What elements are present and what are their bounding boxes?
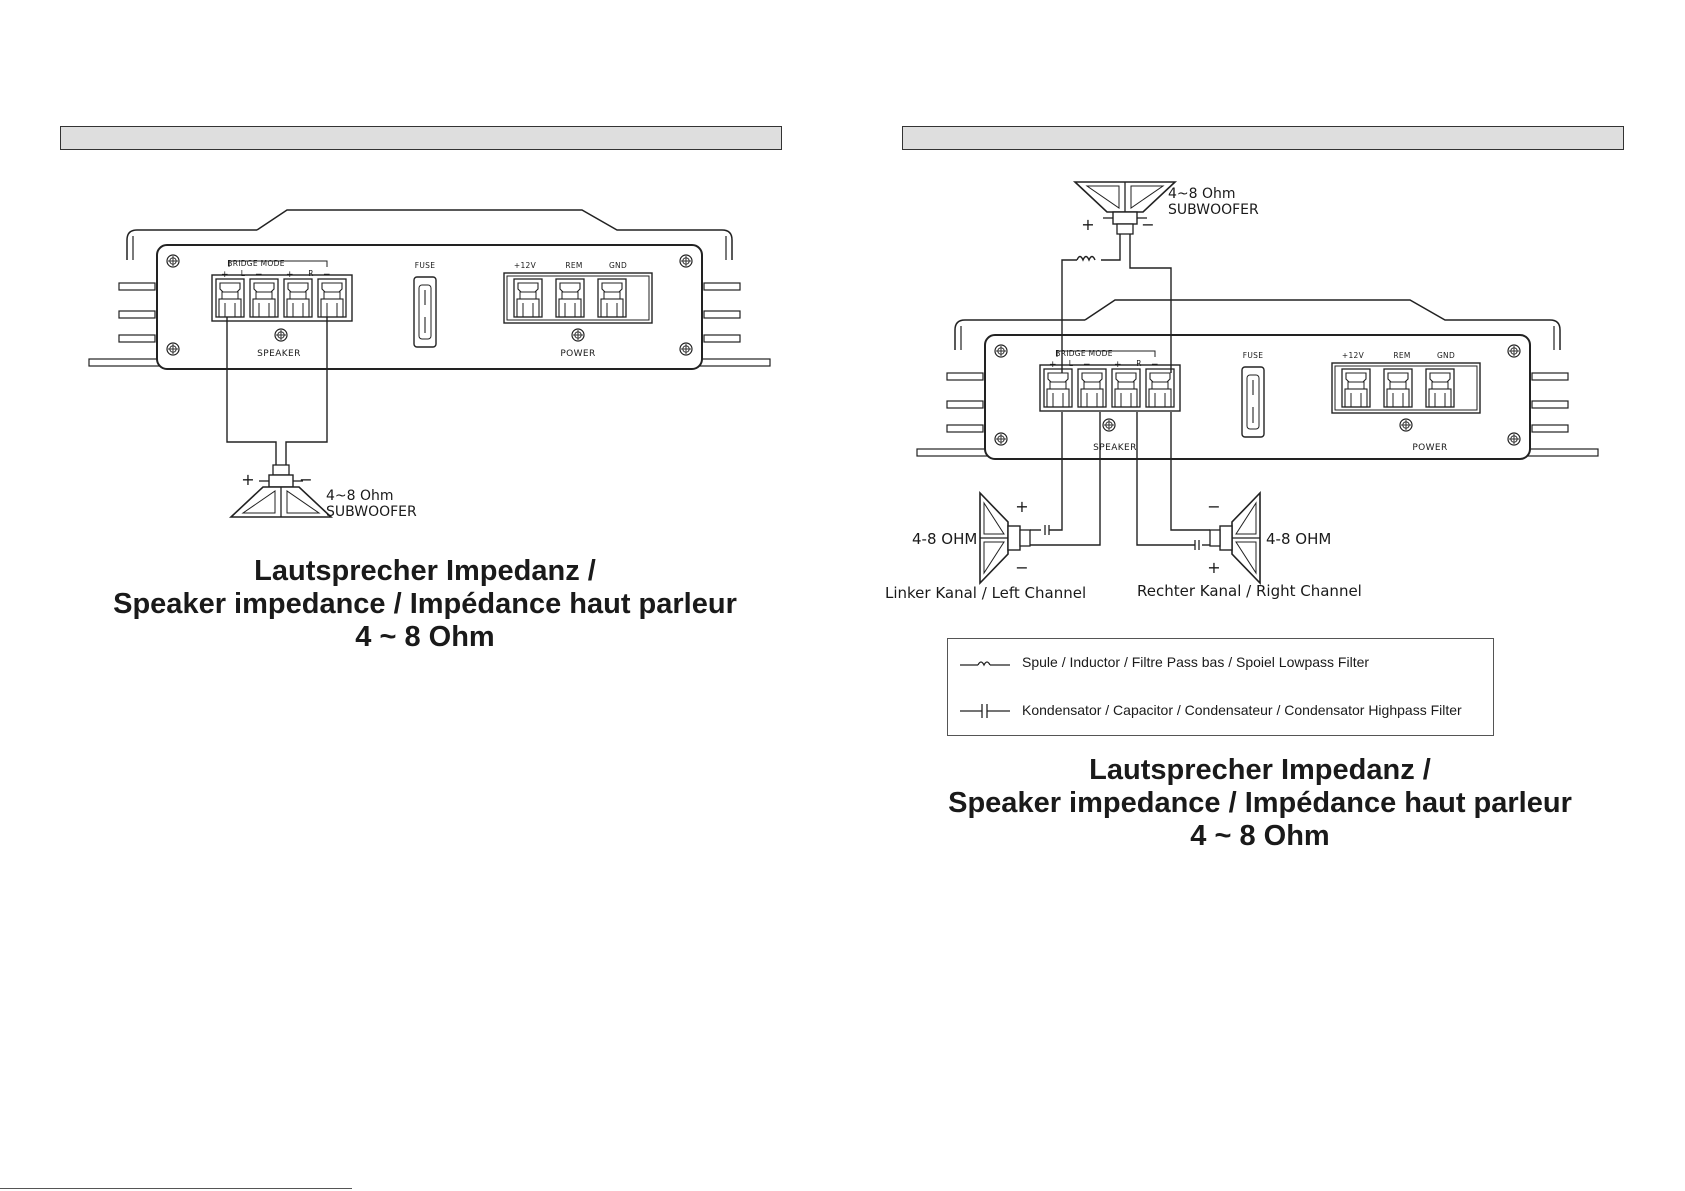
plus12v-label: +12V: [514, 261, 537, 270]
power-label: POWER: [560, 349, 595, 359]
right-sub-minus: −: [1141, 215, 1154, 234]
caption-right: Lautsprecher Impedanz / Speaker impedanc…: [860, 754, 1660, 853]
inductor-icon: [960, 661, 1010, 667]
left-channel-label: Linker Kanal / Left Channel: [885, 584, 1086, 602]
fuse-label: FUSE: [415, 261, 436, 270]
legend: Spule / Inductor / Filtre Pass bas / Spo…: [947, 638, 1494, 736]
fuse-label-r: FUSE: [1243, 351, 1264, 360]
footer-rule: [0, 1188, 352, 1189]
bridge-mode-label-r: BRIDGE MODE: [1055, 349, 1112, 358]
plus12v-label-r: +12V: [1342, 351, 1365, 360]
term-plus-label-2: +: [286, 270, 294, 280]
term-minus-label-r: −: [1083, 360, 1091, 370]
gnd-label: GND: [609, 261, 627, 270]
right-spk-plus: +: [1207, 558, 1220, 577]
right-sub-plus: +: [1081, 215, 1094, 234]
left-spk-plus: +: [1015, 497, 1028, 516]
left-spk-minus: −: [1015, 558, 1028, 577]
header-bar-left: [60, 126, 782, 150]
caption-left: Lautsprecher Impedanz / Speaker impedanc…: [60, 555, 790, 654]
left-amplifier: [89, 210, 770, 369]
caption-right-line1: Lautsprecher Impedanz /: [1089, 754, 1431, 786]
left-sub-minus: −: [299, 470, 312, 489]
right-sub-name: SUBWOOFER: [1168, 202, 1259, 218]
legend-row-inductor: Spule / Inductor / Filtre Pass bas / Spo…: [948, 653, 1493, 673]
right-amplifier: [917, 300, 1598, 459]
capacitor-left: [1044, 525, 1050, 535]
term-minus-label-r2: −: [1151, 360, 1159, 370]
rem-label-r: REM: [1393, 351, 1410, 360]
caption-left-line1: Lautsprecher Impedanz /: [254, 555, 596, 587]
speaker-label: SPEAKER: [257, 349, 301, 359]
caption-right-line2: Speaker impedance / Impédance haut parle…: [948, 787, 1572, 819]
left-sub-impedance: 4~8 Ohm: [326, 488, 394, 504]
term-plus-label-r2: +: [1114, 360, 1122, 370]
right-wiring: [1030, 234, 1210, 546]
right-spk-minus: −: [1207, 497, 1220, 516]
term-minus-label-2: −: [323, 270, 331, 280]
left-ohm-label: 4-8 OHM: [912, 530, 977, 548]
term-plus-label-r: +: [1049, 360, 1057, 370]
legend-row-capacitor: Kondensator / Capacitor / Condensateur /…: [948, 701, 1493, 721]
caption-right-line3: 4 ~ 8 Ohm: [1190, 820, 1330, 852]
rem-label: REM: [565, 261, 582, 270]
right-sub-impedance: 4~8 Ohm: [1168, 186, 1236, 202]
caption-left-line3: 4 ~ 8 Ohm: [355, 621, 495, 653]
term-plus-label: +: [221, 270, 229, 280]
legend-inductor-text: Spule / Inductor / Filtre Pass bas / Spo…: [1022, 654, 1370, 670]
left-wiring: [226, 317, 328, 465]
term-r-label-r: R: [1136, 359, 1142, 368]
capacitor-icon: [960, 704, 1010, 718]
right-channel-label: Rechter Kanal / Right Channel: [1137, 582, 1362, 600]
power-label-r: POWER: [1412, 443, 1447, 453]
gnd-label-r: GND: [1437, 351, 1455, 360]
term-r-label: R: [308, 269, 314, 278]
legend-capacitor-text: Kondensator / Capacitor / Condensateur /…: [1022, 702, 1462, 718]
header-bar-right: [902, 126, 1624, 150]
right-ohm-label: 4-8 OHM: [1266, 530, 1331, 548]
speaker-label-r: SPEAKER: [1093, 443, 1137, 453]
left-sub-name: SUBWOOFER: [326, 504, 417, 520]
term-minus-label: −: [255, 270, 263, 280]
term-l-label: L: [241, 269, 246, 278]
bridge-mode-label: BRIDGE MODE: [227, 259, 284, 268]
caption-left-line2: Speaker impedance / Impédance haut parle…: [113, 588, 737, 620]
capacitor-right: [1194, 540, 1200, 550]
left-sub-plus: +: [241, 470, 254, 489]
term-l-label-r: L: [1069, 359, 1074, 368]
